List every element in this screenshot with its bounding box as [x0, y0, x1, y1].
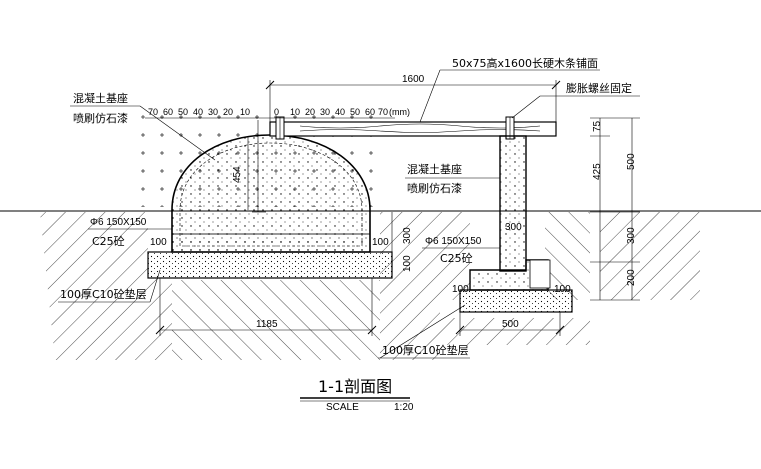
ruler-tick: 30	[320, 107, 330, 117]
dim-right-vertical: 75 425 500 300 200	[590, 117, 640, 301]
scale-value: 1:20	[394, 402, 414, 413]
left-footing	[147, 251, 393, 279]
label-timber: 50x75高x1600长硬木条铺面	[452, 56, 598, 70]
ruler-tick: 10	[240, 107, 250, 117]
svg-text:100: 100	[372, 237, 389, 248]
ruler-tick: 30	[208, 107, 218, 117]
svg-text:300: 300	[626, 227, 637, 244]
label-right-concrete: C25砼	[440, 252, 473, 265]
ruler-tick: 20	[223, 107, 233, 117]
ruler-tick: 40	[335, 107, 345, 117]
ruler-tick: 50	[178, 107, 188, 117]
scale-label: SCALE	[326, 402, 359, 413]
svg-text:300: 300	[402, 227, 413, 244]
label-left-base-2: 喷刷仿石漆	[73, 112, 128, 125]
ruler-tick: 70	[148, 107, 158, 117]
svg-text:300: 300	[505, 222, 522, 233]
svg-text:75: 75	[592, 120, 603, 132]
ruler-tick: 60	[365, 107, 375, 117]
svg-text:500: 500	[502, 319, 519, 330]
svg-text:200: 200	[626, 269, 637, 286]
svg-text:425: 425	[592, 163, 603, 180]
drawing-title: 1-1剖面图 SCALE 1:20	[300, 377, 414, 413]
label-left-cushion: 100厚C10砼垫层	[60, 287, 147, 301]
expansion-bolts	[275, 116, 515, 140]
svg-text:1185: 1185	[256, 319, 278, 330]
left-rebar-line	[179, 142, 363, 247]
ruler: 70 60 50 40 30 20 10 0 10 20 30 40 50 60…	[145, 107, 410, 119]
ruler-tick: 40	[193, 107, 203, 117]
svg-text:454: 454	[232, 166, 243, 183]
svg-text:1600: 1600	[402, 74, 425, 85]
label-left-rebar: Φ6 150X150	[90, 217, 147, 228]
label-left-concrete: C25砼	[92, 235, 125, 248]
timber-board	[269, 121, 557, 137]
svg-text:500: 500	[626, 153, 637, 170]
right-cushion	[459, 289, 573, 313]
svg-text:100: 100	[402, 255, 413, 272]
dim-500-bottom: 500	[455, 312, 565, 336]
ruler-tick: 60	[163, 107, 173, 117]
label-right-rebar: Φ6 150X150	[425, 236, 482, 247]
svg-text:100: 100	[150, 237, 167, 248]
ruler-unit: (mm)	[389, 107, 410, 117]
ruler-tick: 0	[274, 107, 279, 117]
label-right-base-1: 混凝土基座	[407, 162, 462, 176]
label-right-base-2: 喷刷仿石漆	[407, 182, 462, 195]
title-main: 1-1剖面图	[318, 377, 392, 396]
ruler-tick: 10	[290, 107, 300, 117]
label-bottom-cushion: 100厚C10砼垫层	[382, 343, 469, 357]
left-base-inner	[171, 233, 371, 253]
dim-1600: 1600	[265, 74, 561, 122]
svg-text:100: 100	[452, 284, 469, 295]
right-column	[499, 135, 527, 272]
dim-1185: 1185	[155, 278, 377, 336]
ruler-tick: 70	[378, 107, 388, 117]
svg-text:100: 100	[554, 284, 571, 295]
soil-hatching	[40, 212, 700, 360]
label-left-base-1: 混凝土基座	[73, 91, 128, 105]
label-expansion-bolt: 膨胀螺丝固定	[566, 81, 632, 95]
ruler-tick: 50	[350, 107, 360, 117]
ruler-tick: 20	[305, 107, 315, 117]
